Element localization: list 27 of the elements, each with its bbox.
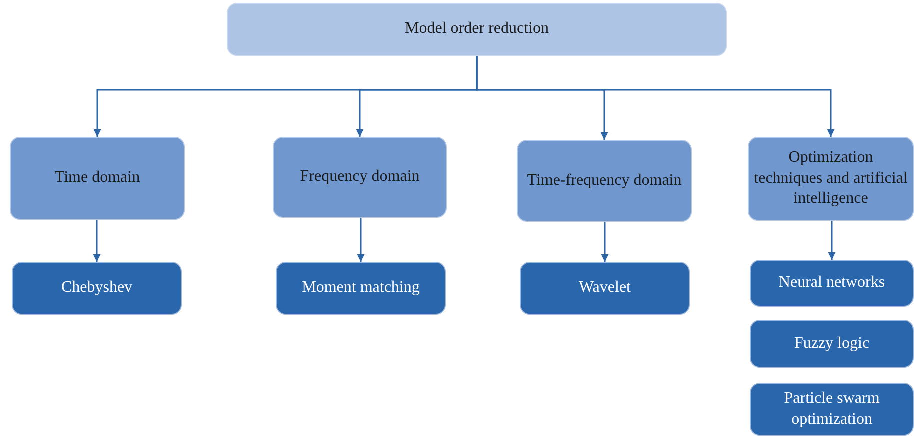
box-label: Optimization techniques and artificial intelligence: [753, 148, 909, 210]
arrow: [357, 218, 365, 262]
rounded-box: [750, 383, 914, 436]
box-label: Neural networks: [778, 273, 886, 294]
box-label: Frequency domain: [300, 167, 420, 188]
rounded-box: [750, 260, 914, 307]
rounded-box: [273, 137, 447, 218]
arrow: [601, 222, 609, 262]
arrow: [828, 221, 836, 260]
arrow: [476, 56, 835, 137]
rounded-box: [748, 137, 914, 221]
arrow: [93, 220, 101, 262]
rounded-box: [227, 3, 727, 56]
rounded-box: [750, 320, 914, 368]
box-label: Fuzzy logic: [794, 334, 870, 354]
box-label: Chebyshev: [61, 278, 133, 298]
rounded-box: [10, 137, 185, 220]
rounded-box: [520, 262, 690, 315]
rounded-box: [517, 140, 692, 222]
box-label: Time-frequency domain: [527, 170, 682, 191]
box-label: Wavelet: [578, 278, 631, 298]
box-label: Model order reduction: [405, 19, 549, 40]
rounded-box: [12, 262, 182, 315]
rounded-box: [276, 262, 446, 315]
box-label: Particle swarm optimization: [783, 388, 881, 430]
box-label: Moment matching: [302, 278, 420, 298]
box-label: Time domain: [54, 168, 140, 188]
